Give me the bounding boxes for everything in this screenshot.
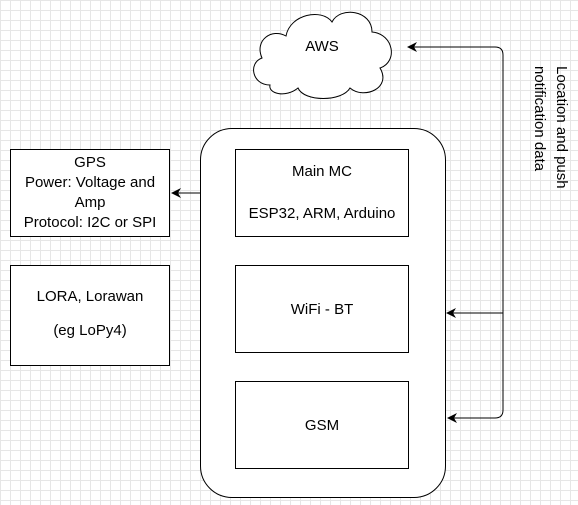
lora-example: (eg LoPy4) <box>53 322 127 339</box>
lora-box: LORA, Lorawan (eg LoPy4) <box>10 265 170 366</box>
lora-spacer <box>11 307 169 321</box>
gps-box: GPS Power: Voltage and Amp Protocol: I2C… <box>10 149 170 237</box>
main-mc-box: Main MC ESP32, ARM, Arduino <box>235 149 409 237</box>
connection-label-line-1: Location and push <box>553 66 570 189</box>
main-mc-spacer <box>236 182 408 204</box>
connection-label: Location and push notification data <box>520 66 572 216</box>
aws-connector <box>407 42 504 423</box>
connection-label-line-2: notification data <box>531 66 548 172</box>
gps-title: GPS <box>74 154 106 171</box>
gps-protocol: Protocol: I2C or SPI <box>23 214 157 231</box>
gps-power-line-2: Amp <box>74 194 106 211</box>
wifi-bt-box: WiFi - BT <box>235 265 409 353</box>
cloud-icon <box>253 11 392 99</box>
aws-label: AWS <box>305 38 339 55</box>
gps-power-line-1: Power: Voltage and <box>24 174 156 191</box>
gsm-box: GSM <box>235 381 409 469</box>
lora-title: LORA, Lorawan <box>36 288 144 305</box>
main-mc-subtitle: ESP32, ARM, Arduino <box>248 205 396 222</box>
main-mc-title: Main MC <box>291 163 352 180</box>
